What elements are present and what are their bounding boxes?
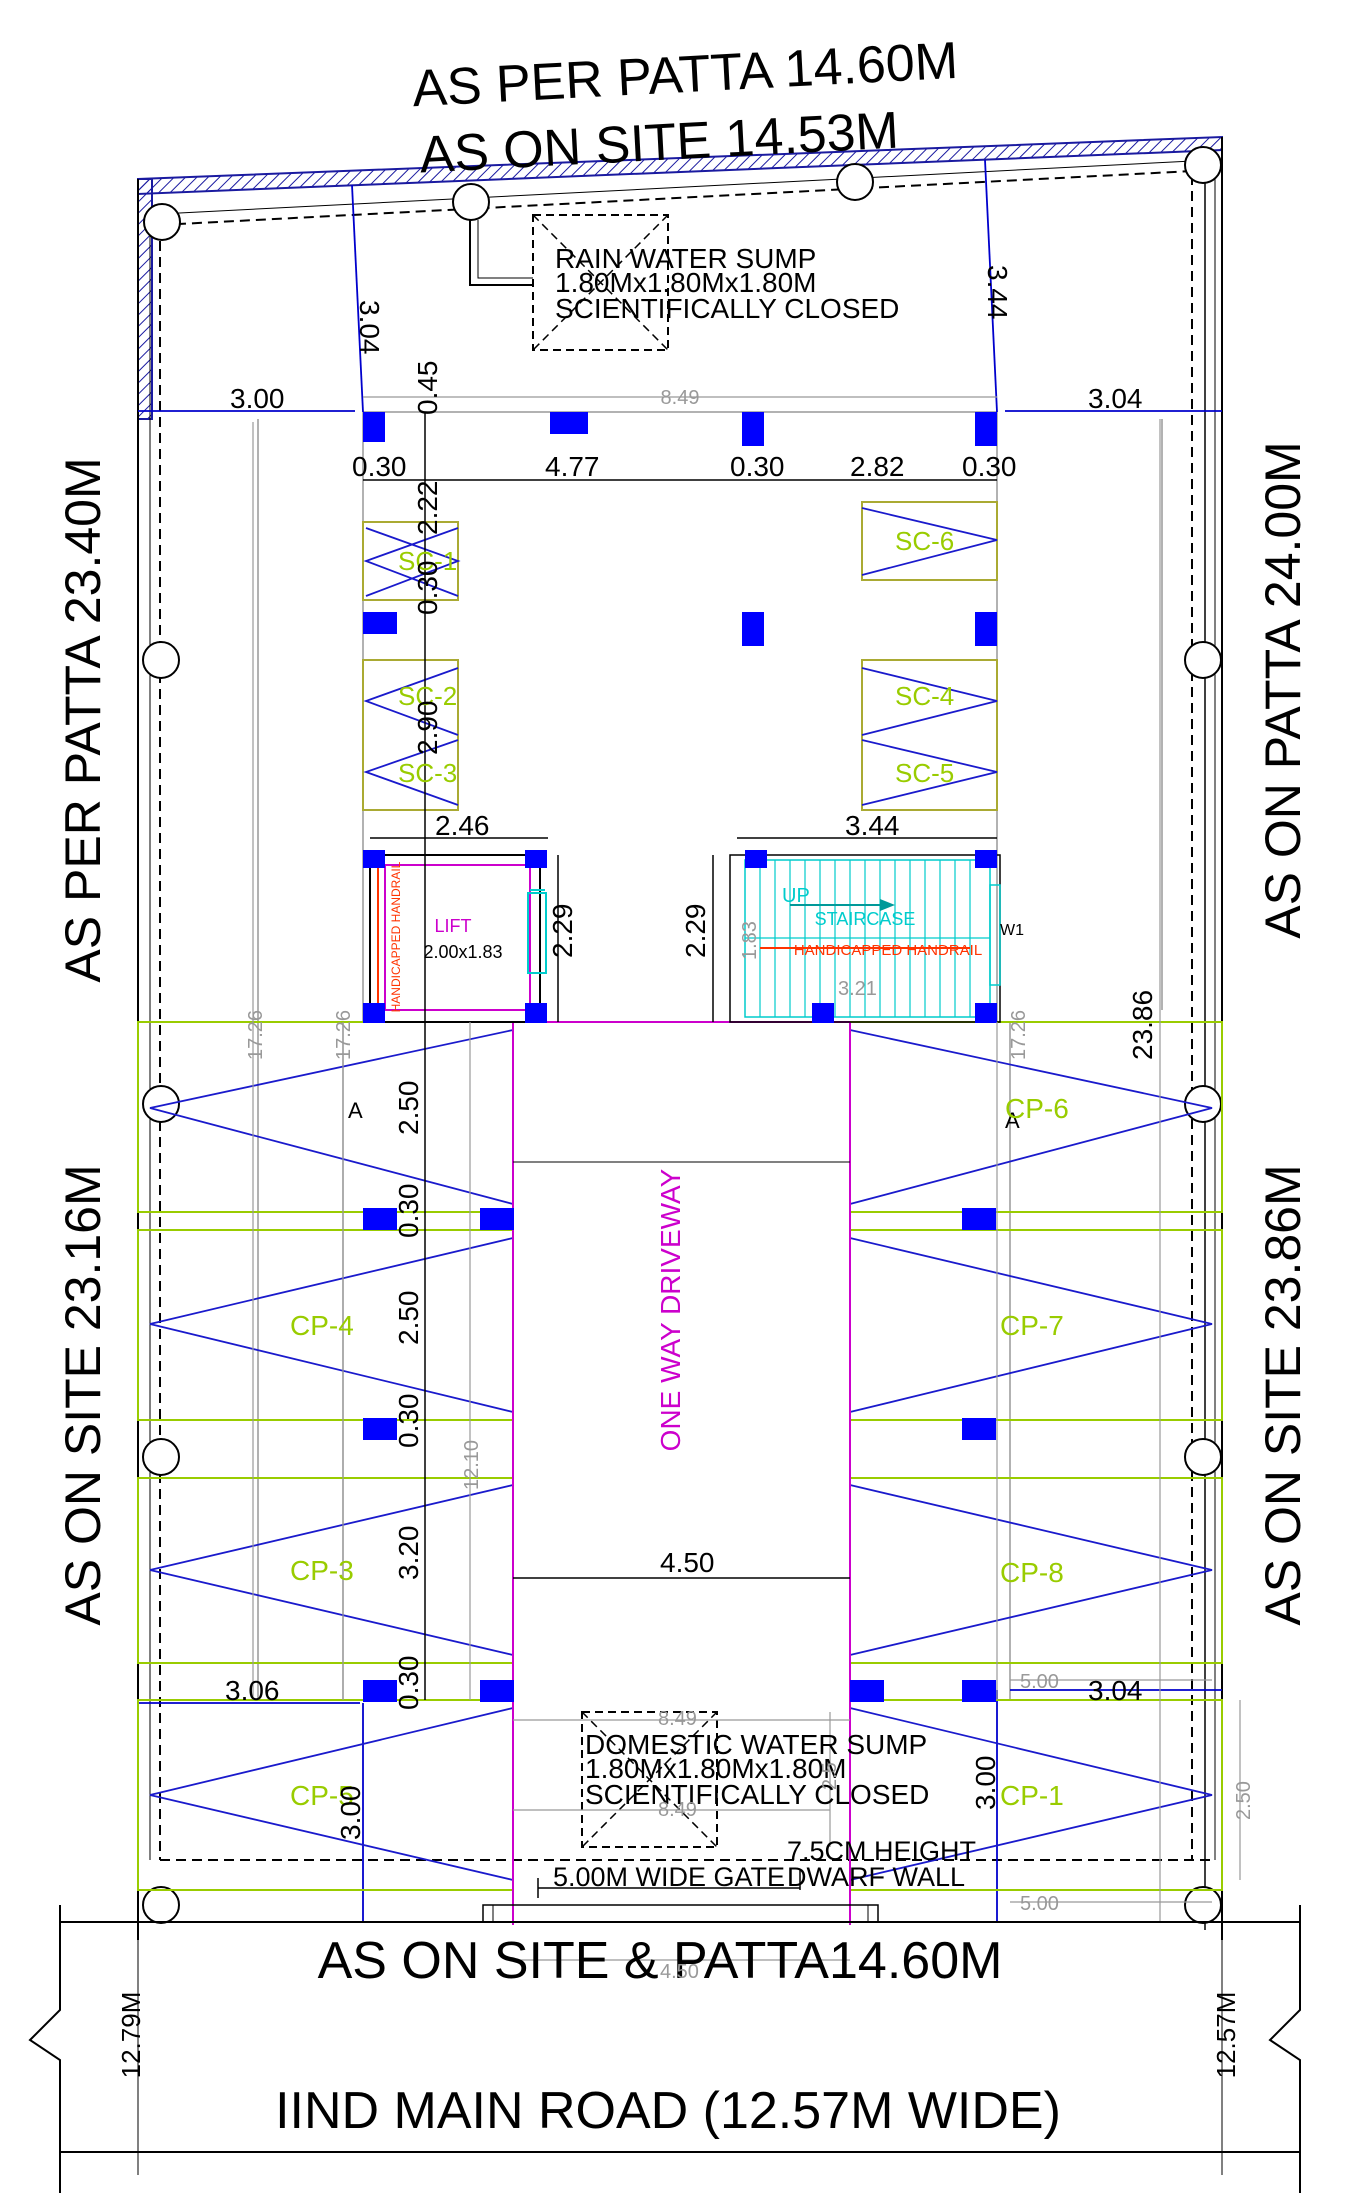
- carpark-cp8: CP-8: [1000, 1557, 1064, 1588]
- right-site-label: AS ON SITE 23.86M: [1255, 1164, 1311, 1625]
- dim-right-grey: 17.26: [1008, 1010, 1030, 1060]
- dim-grey-500-b: 5.00: [1020, 1893, 1059, 1915]
- survey-markers: [142, 146, 1222, 1924]
- dim-lift-w: 2.46: [435, 810, 490, 841]
- carpark-cp4: CP-4: [290, 1310, 354, 1341]
- right-patta-label: AS ON PATTA 24.00M: [1255, 441, 1311, 938]
- dim-driveway-w: 4.50: [660, 1547, 715, 1578]
- dim-left-grey-b: 17.26: [333, 1010, 355, 1060]
- stair-label: STAIRCASE: [815, 909, 916, 929]
- scooter-sc3: SC-3: [398, 758, 457, 788]
- lift-handrail: HANDICAPPED HANDRAIL: [389, 861, 403, 1012]
- dim-lift-h: 2.29: [547, 904, 578, 959]
- domestic-sump-size: 1.80Mx1.80Mx1.80M: [585, 1753, 846, 1784]
- road-right-width: 12.57M: [1211, 1992, 1241, 2079]
- dim-v-290: 2.90: [412, 701, 443, 756]
- lift: [369, 854, 547, 1023]
- section-mark-right: A: [1005, 1108, 1020, 1133]
- dim-front-left-v: 3.00: [335, 1786, 366, 1841]
- stair-handrail: HANDICAPPED HANDRAIL: [794, 942, 982, 959]
- dim-grey-250: 2.50: [1233, 1781, 1255, 1820]
- rain-sump-note: SCIENTIFICALLY CLOSED: [555, 293, 899, 324]
- setback-lines: [138, 159, 1222, 1922]
- dim-grey-849-a: 8.49: [658, 1708, 697, 1730]
- road-left-width: 12.79M: [116, 1992, 146, 2079]
- carpark-cp1: CP-1: [1000, 1780, 1064, 1811]
- rain-sump-title: RAIN WATER SUMP: [555, 243, 816, 274]
- dim-stair-inner: 3.21: [838, 978, 877, 1000]
- dim-setback-right: 3.04: [1088, 383, 1143, 414]
- dim-v-030c: 0.30: [393, 1394, 424, 1449]
- gate-label: 5.00M WIDE GATE: [553, 1862, 785, 1892]
- carpark-cp3: CP-3: [290, 1555, 354, 1586]
- dim-col-2: 0.30: [730, 451, 785, 482]
- dim-top-left-edge: 3.04: [354, 300, 385, 355]
- left-patta-label: AS PER PATTA 23.40M: [55, 457, 111, 982]
- rain-sump-size: 1.80Mx1.80Mx1.80M: [555, 267, 816, 298]
- dwarf-wall-line2: DWARF WALL: [787, 1862, 965, 1892]
- domestic-sump-note: SCIENTIFICALLY CLOSED: [585, 1779, 929, 1810]
- dimension-lines: [363, 412, 997, 1898]
- scooter-sc1: SC-1: [398, 546, 457, 576]
- dim-stair-side: 1.83: [739, 921, 761, 960]
- dim-sump-v: 2.5: [819, 1762, 841, 1790]
- columns: [363, 412, 997, 1702]
- lift-label: LIFT: [434, 916, 471, 936]
- left-site-label: AS ON SITE 23.16M: [55, 1164, 111, 1625]
- dim-v-045: 0.45: [412, 361, 443, 416]
- stair-window: W1: [1000, 922, 1024, 939]
- dim-left-grey: 17.26: [245, 1010, 267, 1060]
- stair-up: UP: [782, 885, 810, 907]
- staircase: [729, 854, 1001, 1023]
- carpark-cp6: CP-6: [1005, 1093, 1069, 1124]
- grey-dimensions: [252, 396, 1241, 1961]
- gate-and-road: [28, 1904, 1301, 2193]
- road-label: IIND MAIN ROAD (12.57M WIDE): [275, 2082, 1061, 2140]
- carpark-cp5: CP-5: [290, 1780, 354, 1811]
- scooter-sc5: SC-5: [895, 758, 954, 788]
- dim-cp-250a: 2.50: [393, 1081, 424, 1136]
- dim-front-right-v: 3.00: [970, 1756, 1001, 1811]
- rain-water-sump: [469, 214, 669, 351]
- section-mark-left: A: [348, 1098, 363, 1123]
- dim-col-1: 4.77: [545, 451, 600, 482]
- dim-v-030d: 0.30: [393, 1656, 424, 1711]
- dim-setback-left: 3.00: [230, 383, 285, 414]
- domestic-water-sump: [581, 1711, 718, 1848]
- dim-mid-grey: 12.10: [461, 1440, 483, 1490]
- dim-col-3: 2.82: [850, 451, 905, 482]
- dim-stair-w: 3.44: [845, 810, 900, 841]
- scooter-sc4: SC-4: [895, 681, 954, 711]
- dim-cp-320: 3.20: [393, 1526, 424, 1581]
- carpark-cp7: CP-7: [1000, 1310, 1064, 1341]
- dim-v-030: 0.30: [412, 561, 443, 616]
- dim-grey-450: 4.50: [660, 1961, 699, 1983]
- driveway-label: ONE WAY DRIVEWAY: [655, 1168, 686, 1451]
- dim-grey-500-a: 5.00: [1020, 1671, 1059, 1693]
- scooter-sc2: SC-2: [398, 681, 457, 711]
- dim-right-total: 23.86: [1127, 990, 1158, 1060]
- lift-size: 2.00x1.83: [423, 942, 502, 962]
- front-label: AS ON SITE & PATTA14.60M: [318, 1932, 1003, 1990]
- dim-v-030b: 0.30: [393, 1184, 424, 1239]
- dim-front-setback-right: 3.04: [1088, 1675, 1143, 1706]
- dim-col-4: 0.30: [962, 451, 1017, 482]
- dim-stair-h: 2.29: [680, 904, 711, 959]
- dim-top-right-edge: 3.44: [982, 265, 1013, 320]
- dwarf-wall-line1: 7.5CM HEIGHT: [787, 1836, 976, 1866]
- dim-v-222: 2.22: [412, 481, 443, 536]
- dim-cp-250b: 2.50: [393, 1291, 424, 1346]
- dim-front-setback-left: 3.06: [225, 1675, 280, 1706]
- domestic-sump-title: DOMESTIC WATER SUMP: [585, 1729, 927, 1760]
- scooter-sc6: SC-6: [895, 526, 954, 556]
- dim-grey-849-b: 8.49: [658, 1799, 697, 1821]
- dim-col-0: 0.30: [352, 451, 407, 482]
- dim-width-grey: 8.49: [661, 387, 700, 409]
- parking-diagonals: [149, 507, 1213, 1881]
